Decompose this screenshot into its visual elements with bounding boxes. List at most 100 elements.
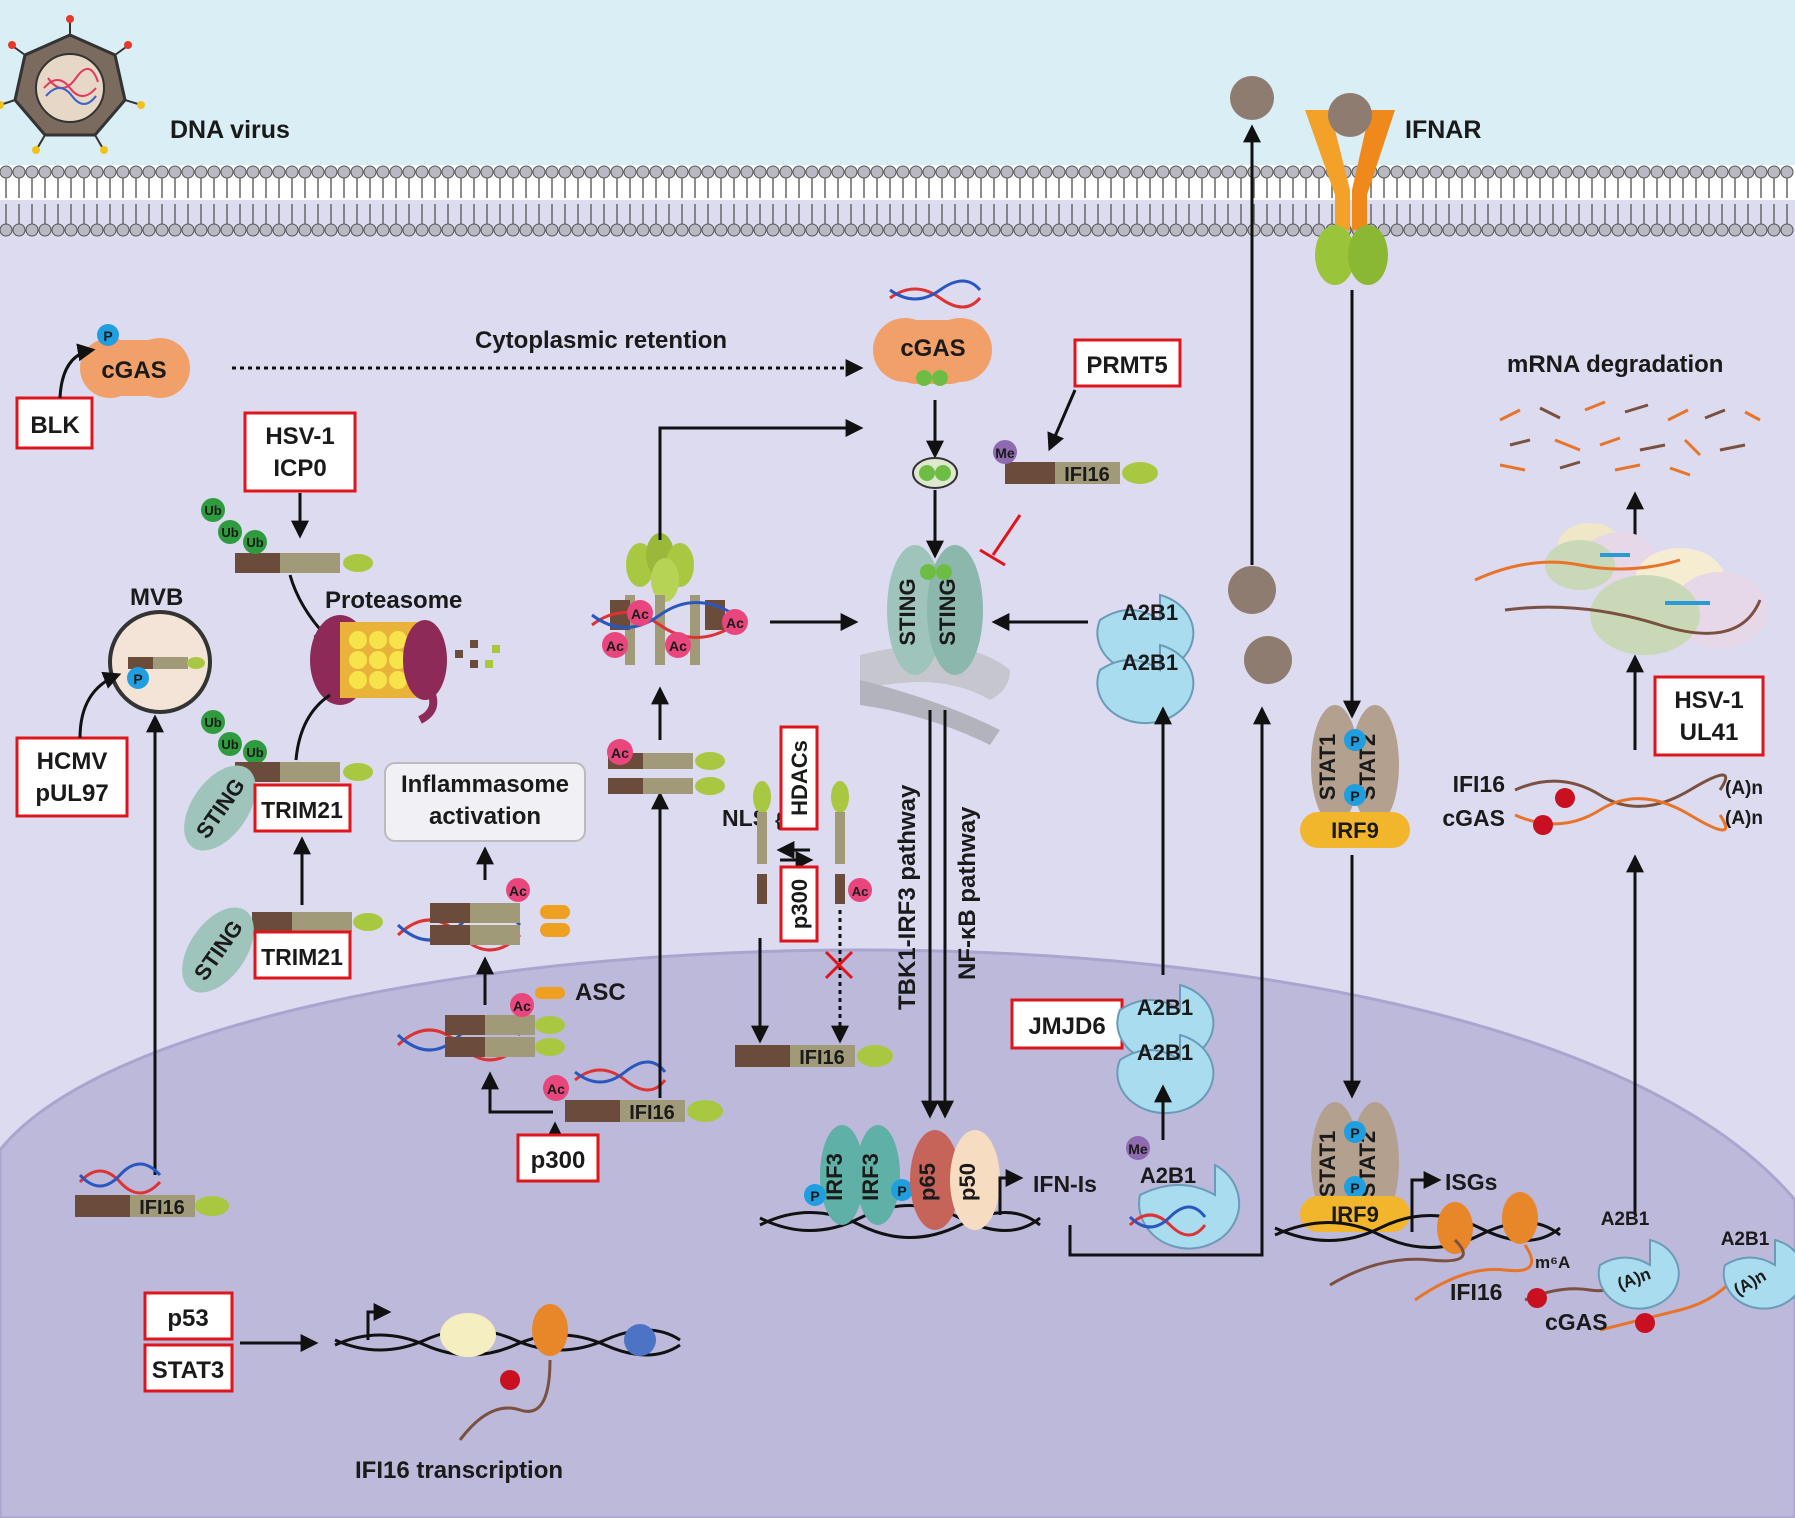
- hcmv-line2: pUL97: [35, 780, 108, 807]
- ifn-ligand-receptor-bound: [1328, 93, 1372, 137]
- svg-text:P: P: [1350, 788, 1359, 804]
- dna-virus-icon: [0, 15, 145, 154]
- svg-text:IRF3: IRF3: [822, 1153, 847, 1201]
- nuclear-mrna-cgas: A2B1: [1599, 1229, 1795, 1333]
- svg-text:Ub: Ub: [204, 503, 221, 518]
- hsv1-ul41-line1: HSV-1: [1674, 687, 1743, 714]
- ifn-is-label: IFN-Is: [1033, 1171, 1097, 1197]
- trim21-box-upper: [253, 783, 352, 833]
- ifi16-filament-on-dna: Ac Ac Ac Ac: [591, 533, 748, 665]
- cgas-nuclear-mrna-label: cGAS: [1545, 1309, 1608, 1335]
- svg-text:A2B1: A2B1: [1140, 1163, 1196, 1188]
- svg-text:STING: STING: [895, 578, 920, 645]
- svg-text:Me: Me: [1128, 1141, 1148, 1157]
- svg-text:Ac: Ac: [547, 1081, 565, 1097]
- svg-text:P: P: [133, 671, 142, 687]
- nuclear-mrna-ifi16: A2B1: [1524, 1209, 1680, 1310]
- proteasome-label: Proteasome: [325, 587, 462, 614]
- m6a-label: m⁶A: [1535, 1253, 1570, 1272]
- svg-text:Ub: Ub: [221, 737, 238, 752]
- hsv1-ul41-line2: UL41: [1680, 719, 1739, 746]
- svg-text:Ac: Ac: [726, 615, 744, 631]
- hsv1-icp0-line1: HSV-1: [265, 423, 334, 450]
- svg-text:Ub: Ub: [204, 715, 221, 730]
- proteasome-icon: [310, 615, 500, 724]
- ifi16-cytoplasmic-acetylated: Ac: [607, 739, 725, 795]
- svg-text:A2B1: A2B1: [1137, 995, 1193, 1020]
- mvb-vesicle: P: [108, 610, 212, 714]
- hcmv-line1: HCMV: [37, 748, 108, 775]
- ifi16-nls-monomer-right: Ac: [831, 781, 872, 904]
- extracellular-space: [0, 0, 1795, 165]
- prmt5-box: [1073, 338, 1182, 388]
- ifi16-sting-trim21-complex-upper: Ub Ub Ub STING: [184, 710, 373, 851]
- a2b1-cytoplasmic-dimer: A2B1 A2B1: [1096, 593, 1195, 725]
- svg-text:IRF9: IRF9: [1331, 818, 1379, 843]
- trim21-label-lower: TRIM21: [261, 944, 343, 970]
- asc-label: ASC: [575, 979, 626, 1006]
- blk-box: [15, 396, 94, 450]
- ifi16-gene-locus: [334, 1303, 681, 1441]
- svg-text:IFI16: IFI16: [799, 1047, 845, 1069]
- inflammasome-line2: activation: [429, 803, 541, 830]
- svg-text:A2B1: A2B1: [1122, 650, 1178, 675]
- blocked-import-cross: [824, 950, 854, 980]
- ifi16-ubiquitinated: Ub Ub Ub: [201, 498, 373, 573]
- svg-text:cGAS: cGAS: [101, 357, 166, 384]
- svg-text:P: P: [103, 328, 112, 344]
- svg-text:Me: Me: [995, 445, 1015, 461]
- svg-text:Ac: Ac: [606, 638, 624, 654]
- a2b1-nuclear-dimer: A2B1 A2B1: [1116, 983, 1215, 1115]
- svg-text:IFI16: IFI16: [139, 1197, 185, 1219]
- blk-arrow: [58, 343, 96, 399]
- svg-text:Ac: Ac: [513, 998, 531, 1014]
- cgas-phosphorylated: cGAS P: [80, 324, 190, 398]
- isgf3-complex-cytoplasmic: STAT1 STAT2 P P IRF9: [1300, 705, 1410, 848]
- svg-text:STING: STING: [935, 578, 960, 645]
- svg-text:P: P: [897, 1183, 906, 1199]
- svg-text:p50: p50: [955, 1163, 980, 1201]
- isgs-label: ISGs: [1445, 1169, 1497, 1195]
- svg-text:p65: p65: [915, 1163, 940, 1201]
- jmjd6-label: JMJD6: [1028, 1013, 1105, 1040]
- mrna-degradation-label: mRNA degradation: [1507, 351, 1723, 378]
- stat3-box: [143, 1343, 234, 1393]
- hsv1-icp0-line2: ICP0: [273, 455, 326, 482]
- p300-box-nuclear: [516, 1133, 600, 1183]
- isgf3-complex-nuclear: STAT1 STAT2 P P IRF9: [1274, 1102, 1561, 1302]
- svg-text:A2B1: A2B1: [1122, 600, 1178, 625]
- cytoplasmic-retention-label: Cytoplasmic retention: [475, 327, 727, 354]
- ifn-cytoplasm-2: [1244, 636, 1292, 684]
- ifnar-receptor: [1305, 110, 1395, 285]
- ifi16-asc-complex-upper: Ac: [396, 878, 570, 952]
- svg-text:Ub: Ub: [246, 745, 263, 760]
- svg-text:P: P: [1350, 1180, 1359, 1196]
- ifn-cytoplasm-1: [1228, 566, 1276, 614]
- cgas-mrna-label: cGAS: [1442, 805, 1505, 831]
- inhibition-mark: [979, 514, 1022, 567]
- svg-text:Ac: Ac: [631, 606, 649, 622]
- hsv1-ul41-box: [1653, 675, 1765, 757]
- p300-box-shuttle: [779, 865, 819, 943]
- polya-label-2: (A)n: [1725, 808, 1763, 829]
- cgamp-second-messenger: [912, 457, 958, 489]
- ribosome-degradation-complex: [1474, 523, 1768, 655]
- inflammasome-box: [384, 762, 586, 842]
- svg-text:IFI16: IFI16: [629, 1102, 675, 1124]
- svg-text:P: P: [1350, 733, 1359, 749]
- svg-text:Ac: Ac: [852, 884, 869, 899]
- ifi16-nuclear-mrna-label: IFI16: [1450, 1279, 1502, 1305]
- mvb-label: MVB: [130, 584, 183, 611]
- svg-text:Ac: Ac: [611, 745, 629, 761]
- svg-text:Ac: Ac: [669, 638, 687, 654]
- ifnar-label: IFNAR: [1405, 116, 1481, 144]
- dna-virus-label: DNA virus: [170, 116, 290, 144]
- ifi16-mrna-label: IFI16: [1453, 771, 1505, 797]
- trim21-box-lower: [253, 930, 352, 980]
- tbk1-irf3-pathway-label: TBK1-IRF3 pathway: [894, 784, 921, 1010]
- hcmv-pul97-box: [15, 736, 129, 818]
- hdacs-box: [779, 725, 819, 831]
- mrna-fragments: [1499, 400, 1761, 477]
- svg-text:A2B1: A2B1: [1137, 1040, 1193, 1065]
